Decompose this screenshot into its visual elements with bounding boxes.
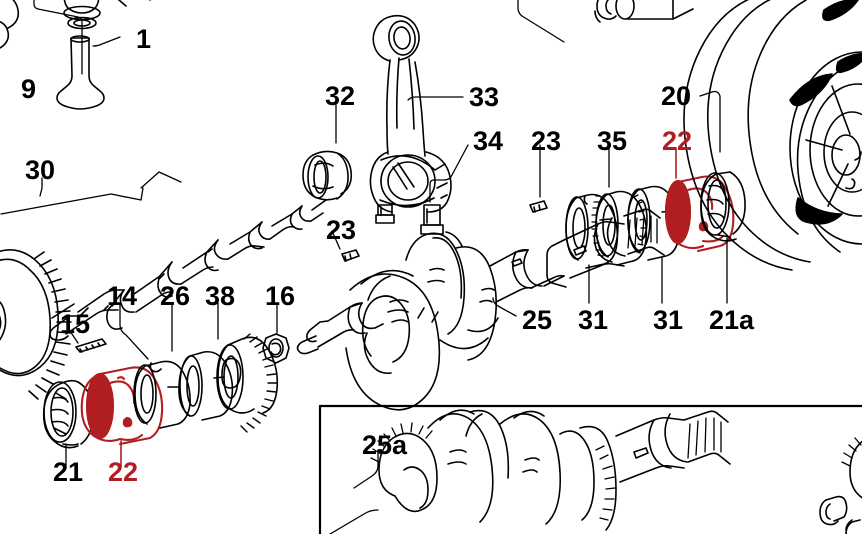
callout-nut: 16: [265, 281, 296, 311]
part-top-cutoff: [117, 0, 151, 7]
callout-front-main-bearing: 21: [53, 457, 84, 487]
callout-crankshaft: 25: [522, 305, 553, 335]
part-nut-16: [262, 302, 290, 364]
callout-woodruff-key: 23: [531, 126, 562, 156]
callout-camshaft-bracket: 30: [25, 155, 56, 185]
part-woodruff-key-23a: [331, 230, 360, 262]
part-inset-small-bits: [819, 495, 861, 534]
part-washer-26: [171, 302, 234, 421]
part-front-seal-22: [80, 366, 164, 468]
part-dowel-15: [69, 330, 107, 353]
callout-rear-main-bearing: 21a: [709, 305, 755, 335]
callout-spacer-washer: 14: [107, 281, 138, 311]
callout-timing-gear: 38: [205, 281, 236, 311]
part-top-right-line: [517, 0, 565, 43]
part-washer-14: [119, 302, 191, 429]
part-camshaft: [0, 171, 327, 400]
callout-woodruff-key: 23: [326, 215, 357, 245]
part-top-right-sleeve: [594, 0, 694, 23]
callout-valve-spring-retainer: 9: [21, 74, 37, 104]
callout-main-bearing: 31: [578, 305, 609, 335]
callout-crankshaft-variant: 25a: [362, 430, 408, 460]
part-thrust-washer-35: [591, 144, 648, 266]
callout-thrust-washer: 35: [597, 126, 628, 156]
callout-front-oil-seal: 22: [108, 457, 139, 487]
part-timing-gear-38: [216, 302, 279, 433]
part-rear-seal-22: [664, 147, 735, 253]
part-woodruff-key-23b: [529, 144, 548, 213]
inset-panel: [318, 404, 862, 534]
callout-connecting-rod: 33: [469, 82, 500, 112]
callout-piston-pin-bushing: 32: [325, 81, 356, 111]
part-main-bearing-31a: [565, 193, 619, 304]
callout-flywheel: 20: [661, 81, 692, 111]
part-crankshaft-variant-25a-left: [329, 409, 731, 534]
callout-main-bearing: 31: [653, 305, 684, 335]
part-crankshaft-variant-25a-right: [841, 437, 862, 499]
part-connecting-rod: [335, 14, 469, 235]
part-valve-group: [0, 0, 121, 110]
part-flywheel-20: [683, 0, 862, 271]
callout-dowel-pin: 15: [60, 309, 91, 339]
callout-crankshaft-oil-seal: 22: [662, 126, 693, 156]
callout-valve: 1: [136, 24, 152, 54]
callout-connecting-rod-bolt: 34: [473, 126, 504, 156]
part-crankshaft-25: [296, 208, 665, 411]
callout-shim-washer: 26: [160, 281, 191, 311]
